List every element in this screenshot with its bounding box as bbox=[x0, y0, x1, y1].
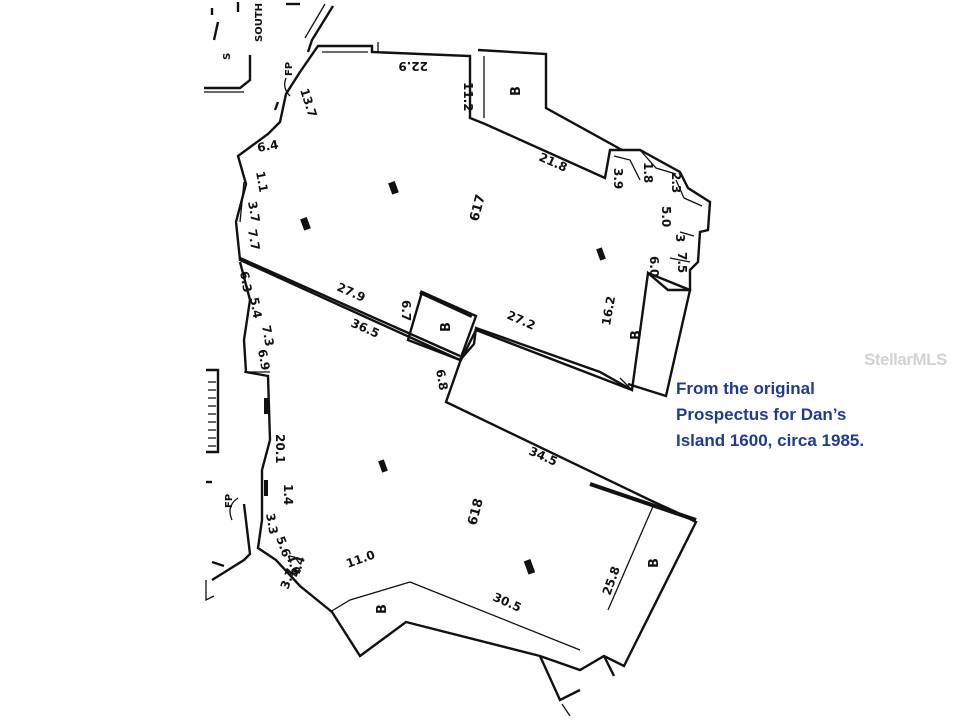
dim-11-0: 11.0 bbox=[344, 548, 377, 571]
fireplace-area-lower bbox=[205, 497, 252, 602]
dim-5-0: 5.0 bbox=[659, 206, 673, 227]
closet-cluster bbox=[613, 149, 703, 263]
unit-617-walls bbox=[234, 42, 712, 392]
caption: From the original Prospectus for Dan’s I… bbox=[676, 376, 946, 454]
dim-6-3: 6.3 bbox=[237, 270, 254, 293]
dim-16-2: 16.2 bbox=[599, 295, 618, 327]
stair-hatch bbox=[206, 368, 220, 484]
unit-618-walls bbox=[238, 261, 698, 717]
balcony-label-upper: B bbox=[509, 86, 524, 96]
dim-4-4: 4.4 bbox=[288, 554, 308, 579]
balcony-label-618-left: B bbox=[375, 604, 390, 614]
balcony-upper-right bbox=[477, 48, 623, 152]
dim-20-1: 20.1 bbox=[273, 434, 287, 464]
dim-25-8: 25.8 bbox=[600, 564, 623, 597]
balcony-label-middle: B bbox=[439, 322, 454, 332]
column-posts bbox=[300, 180, 606, 575]
balcony-label-617-right: B bbox=[629, 330, 644, 340]
unit-618-label: 618 bbox=[465, 497, 487, 527]
dim-6-9: 6.9 bbox=[255, 348, 272, 371]
window-marks bbox=[264, 398, 268, 496]
dim-7-3: 7.3 bbox=[259, 324, 276, 347]
street-label: SOUTH bbox=[254, 3, 265, 42]
dim-21-8: 21.8 bbox=[537, 150, 570, 175]
dim-1-8: 1.8 bbox=[641, 162, 655, 183]
dim-7-5: 7.5 bbox=[675, 252, 689, 273]
dim-6-7: 6.7 bbox=[399, 300, 413, 321]
dim-11-2: 11.2 bbox=[461, 82, 475, 112]
dim-5-6: 5.6 bbox=[273, 534, 293, 559]
fireplace-leader-upper bbox=[284, 77, 291, 97]
dim-27-9: 27.9 bbox=[335, 280, 368, 305]
dim-3: 3 bbox=[673, 234, 687, 242]
dim-3-7: 3.7 bbox=[245, 200, 262, 223]
dim-3-3: 3.3 bbox=[263, 512, 280, 535]
dim-3-9: 3.9 bbox=[611, 168, 625, 189]
dim-30-5: 30.5 bbox=[491, 590, 524, 615]
balcony-label-618-right: B bbox=[647, 558, 662, 568]
dim-34-5: 34.5 bbox=[527, 444, 560, 469]
dim-5-4: 5.4 bbox=[247, 296, 264, 319]
dim-27-2: 27.2 bbox=[505, 308, 538, 333]
dim-4-6: 4.6 bbox=[283, 552, 303, 577]
dim-6-4: 6.4 bbox=[256, 137, 279, 154]
dim-7-7: 7.7 bbox=[245, 228, 262, 251]
adjacent-structures bbox=[204, 2, 335, 111]
dim-13-7: 13.7 bbox=[297, 87, 319, 119]
dim-2-3: 2.3 bbox=[669, 172, 683, 193]
caption-line-1: From the original bbox=[676, 379, 815, 398]
dim-1-4: 1.4 bbox=[281, 484, 295, 505]
fireplace-label-lower: FP bbox=[224, 494, 235, 508]
watermark: StellarMLS bbox=[864, 350, 947, 369]
letter-s: S bbox=[222, 53, 233, 60]
dim-22-9: 22.9 bbox=[398, 59, 428, 73]
fireplace-label-upper: FP bbox=[284, 62, 295, 76]
unit-617-label: 617 bbox=[467, 193, 489, 223]
dim-1-1: 1.1 bbox=[253, 170, 270, 193]
dim-6-8: 6.8 bbox=[433, 368, 450, 391]
caption-line-2: Prospectus for Dan’s bbox=[676, 405, 847, 424]
dim-6-0: 6.0 bbox=[647, 256, 661, 277]
dividing-wall bbox=[239, 256, 461, 358]
dim-3-7-lower: 3.7 bbox=[278, 566, 298, 591]
caption-line-3: Island 1600, circa 1985. bbox=[676, 431, 865, 450]
